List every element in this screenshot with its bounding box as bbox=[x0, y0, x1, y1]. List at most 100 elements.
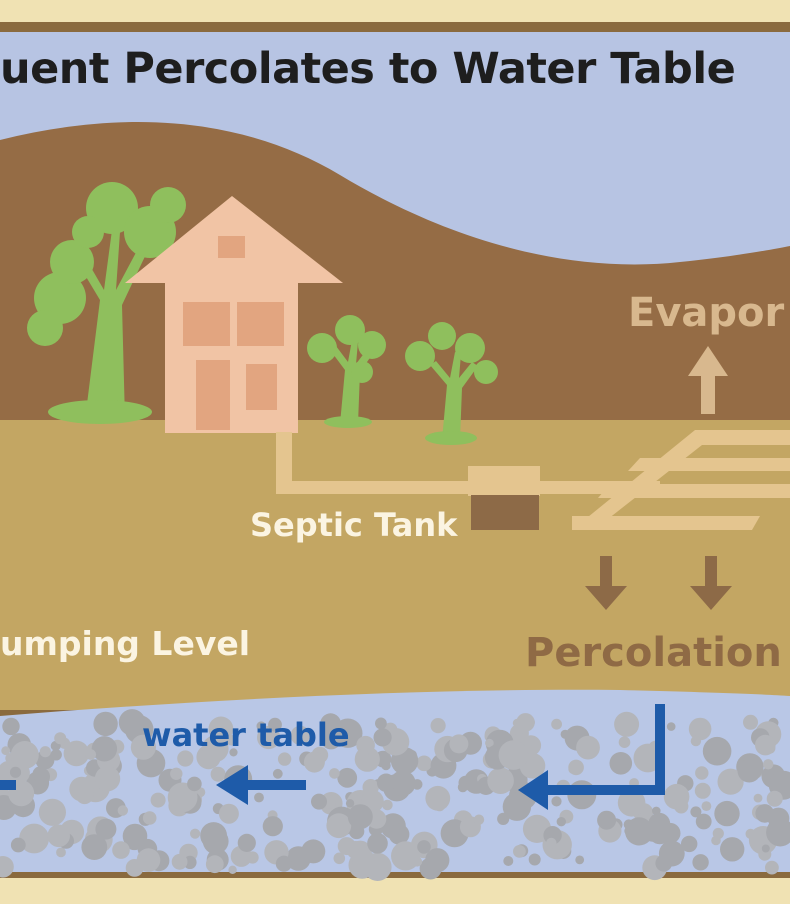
drain-line-2 bbox=[598, 484, 790, 498]
gravel-stone bbox=[117, 805, 128, 816]
septic-tank bbox=[471, 495, 539, 530]
gravel-stone bbox=[63, 740, 90, 767]
gravel-stone bbox=[502, 792, 532, 821]
diagram-title: uent Percolates to Water Table bbox=[0, 44, 736, 94]
gravel-stone bbox=[702, 736, 732, 766]
gravel-stone bbox=[551, 718, 562, 730]
gravel-stone bbox=[457, 782, 468, 793]
gravel-stone bbox=[202, 828, 229, 855]
gravel-stone bbox=[701, 801, 712, 811]
gravel-stone bbox=[503, 856, 514, 866]
gravel-stone bbox=[130, 734, 156, 760]
gravel-stone bbox=[391, 841, 421, 871]
gravel-stone bbox=[38, 798, 66, 826]
gravel-stone bbox=[2, 717, 20, 736]
gravel-stone bbox=[761, 844, 770, 853]
gravel-stone bbox=[352, 848, 375, 871]
gravel-stone bbox=[388, 823, 410, 845]
gravel-stone bbox=[390, 770, 416, 796]
gravel-stone bbox=[663, 783, 690, 810]
gravel-stone bbox=[94, 766, 121, 792]
gravel-stone bbox=[575, 855, 585, 865]
gravel-stone bbox=[695, 813, 712, 830]
house-pipe-horizontal bbox=[276, 481, 472, 494]
gravel-stone bbox=[50, 749, 62, 761]
gravel-stone bbox=[205, 855, 224, 874]
gravel-stone bbox=[320, 713, 341, 735]
gravel-stone bbox=[449, 734, 469, 754]
flow-arrow-right-path bbox=[545, 704, 665, 795]
gravel-stone bbox=[690, 735, 702, 747]
gravel-stone bbox=[720, 837, 745, 862]
gravel-stone bbox=[690, 806, 702, 818]
gravel-stone bbox=[254, 792, 264, 803]
gravel-stone bbox=[303, 751, 325, 773]
gravel-stone bbox=[237, 833, 256, 853]
evaporation-label: Evapor bbox=[628, 290, 785, 336]
gravel-stone bbox=[694, 782, 711, 799]
gravel-stone bbox=[150, 792, 166, 808]
gravel-stone bbox=[430, 718, 446, 734]
gravel-stone bbox=[0, 856, 14, 878]
gravel-stone bbox=[546, 837, 557, 849]
gravel-stone bbox=[416, 755, 432, 772]
gravel-stone bbox=[91, 736, 118, 762]
gravel-stone bbox=[425, 848, 450, 873]
gravel-stone bbox=[568, 759, 584, 776]
gravel-stone bbox=[311, 793, 327, 810]
gravel-stone bbox=[337, 767, 358, 788]
gravel-stone bbox=[19, 823, 49, 854]
gravel-stone bbox=[516, 713, 535, 732]
gravel-stone bbox=[597, 810, 617, 830]
gravel-stone bbox=[1, 746, 11, 756]
gravel-stone bbox=[112, 841, 130, 859]
gravel-stone bbox=[766, 818, 790, 847]
gravel-stone bbox=[528, 853, 541, 866]
percolation-arrows bbox=[585, 556, 732, 610]
gravel-stone bbox=[356, 749, 370, 763]
gravel-stone bbox=[210, 766, 226, 782]
gravel-stone bbox=[347, 804, 373, 830]
gravel-stone bbox=[272, 768, 283, 779]
gravel-stone bbox=[47, 824, 70, 848]
house-pipe-down bbox=[276, 432, 292, 492]
gravel-stone bbox=[39, 746, 51, 758]
gravel-stone bbox=[136, 848, 161, 872]
gravel-stone bbox=[171, 853, 188, 870]
gravel-stone bbox=[714, 800, 740, 827]
gravel-stone bbox=[268, 717, 282, 732]
gravel-stone bbox=[229, 748, 238, 757]
gravel-stone bbox=[142, 811, 157, 825]
gravel-stone bbox=[367, 833, 388, 854]
gravel-stone bbox=[498, 740, 529, 770]
gravel-stone bbox=[326, 813, 352, 839]
flow-arrow-middle-shaft bbox=[246, 780, 306, 790]
gravel-stone bbox=[10, 741, 39, 769]
house bbox=[125, 196, 343, 433]
gravel-stone bbox=[485, 738, 494, 748]
water-flow-arrows bbox=[0, 704, 665, 810]
gravel-stone bbox=[208, 716, 234, 742]
gravel-stone bbox=[625, 817, 654, 846]
gravel-stone bbox=[487, 767, 514, 794]
gravel-stone bbox=[576, 735, 600, 760]
drain-line-3 bbox=[628, 458, 790, 471]
gravel-stone bbox=[202, 735, 229, 762]
pumping-level-label: umping Level bbox=[0, 624, 251, 663]
gravel-stone bbox=[648, 812, 671, 835]
gravel-stone bbox=[35, 750, 55, 770]
gravel-stone bbox=[373, 728, 392, 747]
gravel-stone bbox=[737, 759, 761, 783]
gravel-stone bbox=[381, 760, 391, 771]
gravel-stone bbox=[745, 828, 756, 840]
gravel-stone bbox=[85, 749, 97, 760]
gravel-stone bbox=[329, 768, 340, 779]
gravel-stone bbox=[177, 750, 194, 767]
flow-arrow-right-head bbox=[518, 770, 548, 810]
gravel-stone bbox=[763, 759, 774, 770]
gravel-stone bbox=[743, 714, 758, 730]
gravel-stone bbox=[32, 766, 49, 782]
flow-arrow-left-edge bbox=[0, 780, 16, 790]
gravel-stone bbox=[81, 834, 108, 860]
gravel-stone bbox=[375, 717, 387, 730]
